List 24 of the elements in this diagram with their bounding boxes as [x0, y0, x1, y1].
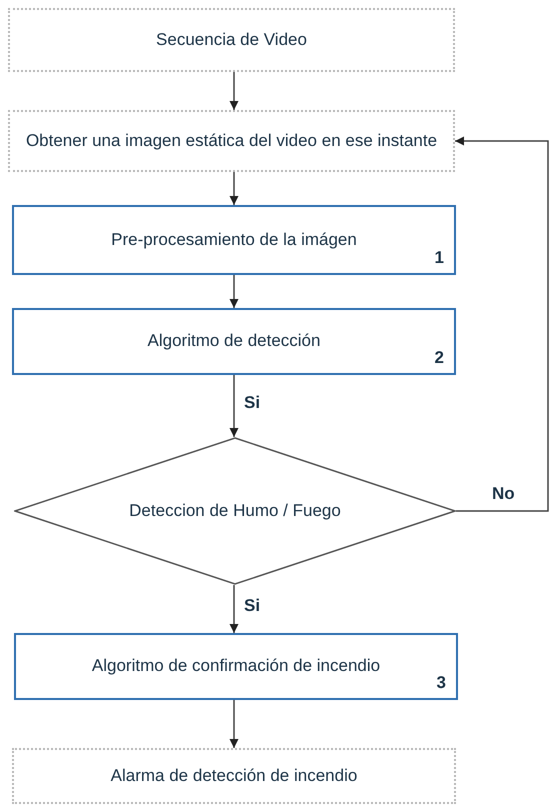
decision-diamond — [14, 437, 456, 585]
step-label: Deteccion de Humo / Fuego — [128, 500, 342, 522]
process-box — [12, 205, 456, 275]
arrow — [230, 275, 238, 308]
step-number: 1 — [434, 246, 444, 269]
arrow — [230, 172, 238, 205]
step-number: 2 — [434, 346, 444, 369]
arrow — [455, 136, 549, 512]
step-label: Algoritmo de confirmación de incendio — [90, 655, 382, 678]
process-box — [12, 308, 456, 375]
step-label: Obtener una imagen estática del video en ese instante — [24, 130, 438, 152]
dotted-box — [12, 748, 456, 804]
arrow — [230, 700, 238, 748]
dotted-box — [8, 8, 455, 72]
arrow — [230, 72, 238, 110]
arrow — [230, 585, 238, 633]
dotted-box — [8, 110, 455, 172]
step-label: Secuencia de Video — [155, 28, 308, 51]
step-number: 3 — [436, 672, 446, 694]
step-label: Alarma de detección de incendio — [110, 764, 358, 787]
arrow — [230, 375, 238, 437]
step-label: Pre-procesamiento de la imágen — [110, 228, 358, 251]
process-box — [14, 633, 458, 700]
step-label: Algoritmo de detección — [146, 330, 322, 352]
